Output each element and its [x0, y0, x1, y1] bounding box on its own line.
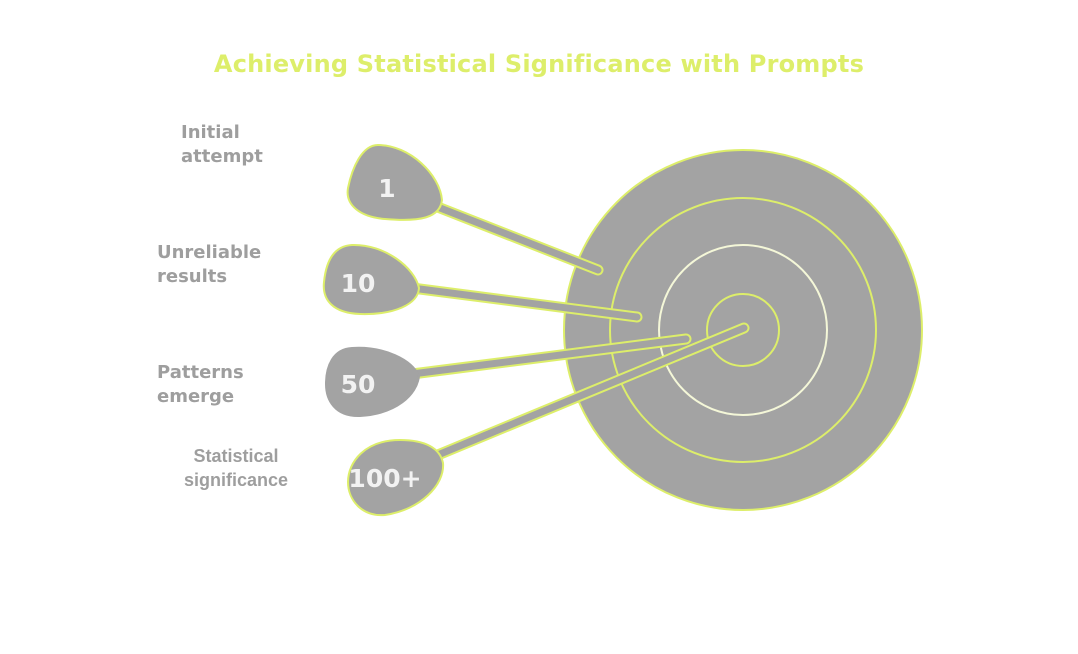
dart-4-shaft: [429, 324, 748, 461]
dart-2-shaft: [408, 284, 641, 321]
dart-label-unreliable-results: Unreliable results: [157, 242, 262, 287]
dart-1-head: [346, 143, 444, 221]
dart-label-statistical-significance: Statistical significance: [184, 446, 289, 490]
dart-4-head: [346, 438, 445, 517]
dart-1: 1: [346, 143, 604, 276]
dart-label-initial-attempt: Initial attempt: [181, 122, 263, 167]
dart-1-shaft: [426, 200, 602, 274]
dart-2-value: 10: [341, 269, 376, 298]
diagram-title: Achieving Statistical Significance with …: [213, 50, 865, 78]
dart-3-value: 50: [341, 370, 376, 399]
dart-3-shaft: [408, 335, 690, 378]
dart-4-value: 100+: [348, 464, 421, 493]
dart-3-head: [324, 346, 421, 418]
dart-label-patterns-emerge: Patterns emerge: [157, 362, 244, 407]
dart-4: 100+: [346, 322, 750, 517]
dart-1-value: 1: [378, 174, 395, 203]
dart-2-head: [322, 243, 421, 316]
dart-3: 50: [324, 333, 692, 418]
dart-2: 10: [322, 243, 643, 323]
